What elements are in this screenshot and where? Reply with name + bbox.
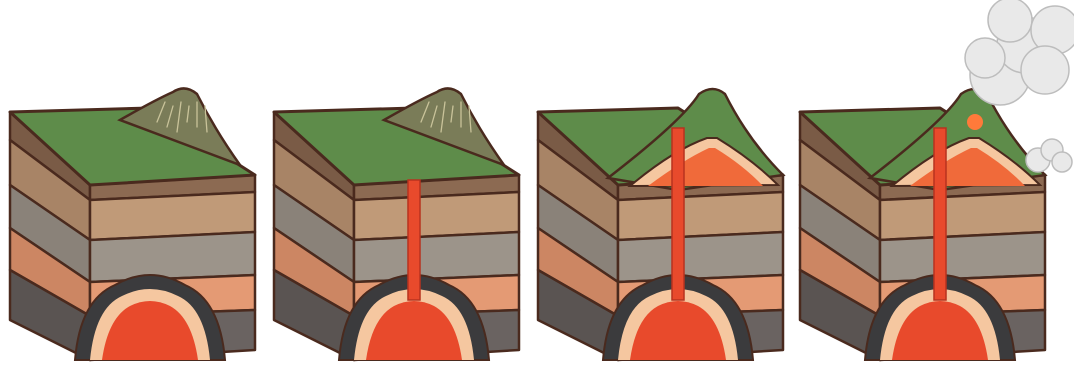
panel-stage-1 <box>10 88 255 360</box>
magma-conduit <box>408 180 420 300</box>
smoke-puff <box>988 0 1032 42</box>
right-face-layer-3 <box>354 232 519 282</box>
smoke-puff-small <box>1052 152 1072 172</box>
smoke-puff <box>965 38 1005 78</box>
smoke-puff <box>1021 46 1069 94</box>
panel-stage-4 <box>800 0 1074 360</box>
right-face-layer-3 <box>880 232 1045 282</box>
magma-conduit <box>672 128 684 300</box>
panel-stage-3 <box>538 89 783 360</box>
right-face-layer-3 <box>618 232 783 282</box>
magma-conduit <box>934 128 946 300</box>
right-face-layer-3 <box>90 232 255 282</box>
eruption-vent <box>967 114 983 130</box>
panel-stage-2 <box>274 88 519 360</box>
